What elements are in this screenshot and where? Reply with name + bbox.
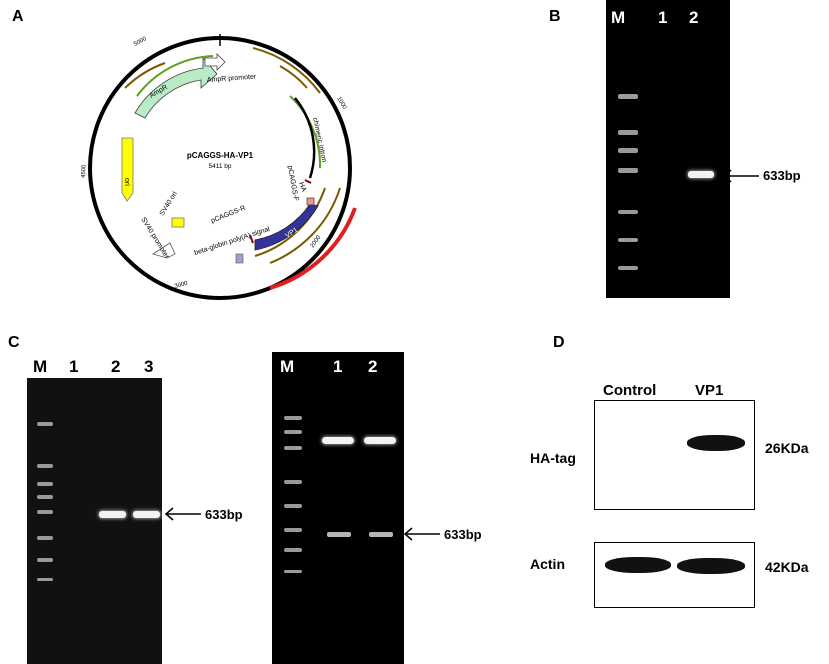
ladder-band xyxy=(618,130,638,135)
ladder-band xyxy=(37,536,53,540)
panel-label-c: C xyxy=(8,334,20,351)
column-control: Control xyxy=(603,382,657,399)
ladder-band xyxy=(37,558,53,562)
ladder-band xyxy=(618,238,638,242)
arrow-icon xyxy=(164,507,201,521)
ladder-band xyxy=(618,94,638,99)
beta-globin-box xyxy=(235,253,244,264)
gel-b-band-size: 633bp xyxy=(763,168,801,183)
ladder-band xyxy=(37,464,53,468)
row-label-ha-tag: HA-tag xyxy=(530,450,576,466)
orf-arc-5 xyxy=(254,187,326,257)
blot-ha-tag xyxy=(594,400,755,510)
orf-arc-2 xyxy=(124,62,166,89)
gel-c2-insert-band-1 xyxy=(327,532,351,537)
plasmid-name: pCAGGS-HA-VP1 xyxy=(187,151,254,160)
gel-b-lane-m: M xyxy=(611,8,626,27)
sv40-ori-box xyxy=(171,217,185,228)
blot-actin xyxy=(594,542,755,608)
ha-tag-box xyxy=(306,197,315,206)
plasmid-insert-highlight xyxy=(269,207,357,290)
gel-c1-lane-m: M xyxy=(33,357,48,376)
ladder-band xyxy=(618,168,638,173)
orf-arc-4 xyxy=(269,187,341,264)
column-vp1: VP1 xyxy=(695,382,724,399)
label-ha: HA xyxy=(297,181,307,193)
gel-c2-band-size: 633bp xyxy=(444,527,482,542)
chimeric-intron-arc xyxy=(294,97,316,179)
ladder-band xyxy=(37,482,53,486)
ladder-band xyxy=(284,416,302,420)
blot-band-ha-vp1 xyxy=(687,435,745,451)
plasmid-size: 5411 bp xyxy=(208,163,231,170)
panel-label-d: D xyxy=(553,334,565,351)
label-ampr-promoter: AmpR promoter xyxy=(207,74,257,84)
gel-c2: M 1 2 xyxy=(272,352,404,664)
blot-band-actin-vp1 xyxy=(677,558,745,574)
sv40-promoter-arrow xyxy=(152,242,176,259)
panel-label-a: A xyxy=(12,8,24,25)
ladder-band xyxy=(618,266,638,270)
gel-c1 xyxy=(27,378,162,664)
ladder-band xyxy=(284,430,302,434)
gel-b-pcr-band xyxy=(688,171,714,178)
ladder-band xyxy=(618,148,638,153)
gel-c2-lane-1: 1 xyxy=(333,357,343,376)
label-ori: ori xyxy=(123,178,130,186)
gel-c2-plasmid-band-1 xyxy=(322,437,354,444)
row-label-actin: Actin xyxy=(530,556,565,572)
tick-label-4500: 4500 xyxy=(81,164,87,178)
ladder-band xyxy=(284,548,302,552)
gel-c1-lane-3: 3 xyxy=(144,357,154,376)
ampr-gene xyxy=(134,56,218,119)
feature-arc-green-1 xyxy=(136,55,214,97)
gel-b-lane-2: 2 xyxy=(689,8,699,27)
feature-arc-green-2 xyxy=(289,95,322,169)
pcaggs-r-primer-mark xyxy=(249,234,254,244)
size-label-26kda: 26KDa xyxy=(765,440,809,456)
gel-c1-band-size: 633bp xyxy=(205,507,243,522)
gel-c2-plasmid-band-2 xyxy=(364,437,396,444)
ampr-promoter xyxy=(204,53,226,71)
gel-c1-pcr-band-3 xyxy=(133,511,160,518)
tick-label-3000: 3000 xyxy=(174,281,189,290)
vp1-gene xyxy=(254,203,319,251)
ladder-band xyxy=(284,570,302,573)
orf-arc-1 xyxy=(252,47,321,94)
ladder-band xyxy=(37,510,53,514)
gel-c2-insert-band-2 xyxy=(369,532,393,537)
plasmid-map: 5000 1000 4500 2000 3000 AmpR promoter A… xyxy=(81,34,357,300)
ladder-band xyxy=(284,446,302,450)
pcaggs-f-primer-mark xyxy=(304,179,312,184)
label-pcaggs-r: pCAGGS-R xyxy=(210,205,247,225)
size-label-42kda: 42KDa xyxy=(765,559,809,575)
ladder-band xyxy=(37,495,53,499)
ladder-band xyxy=(618,210,638,214)
label-sv40-ori: SV40 ori xyxy=(159,190,179,217)
ladder-band xyxy=(284,504,302,508)
gel-c1-lane-1: 1 xyxy=(69,357,79,376)
arrow-icon xyxy=(722,169,759,183)
orf-arc-3 xyxy=(279,65,308,89)
gel-b: M 1 2 xyxy=(606,0,730,298)
ladder-band xyxy=(284,480,302,484)
ladder-band xyxy=(37,578,53,581)
ori-region xyxy=(121,137,134,202)
gel-c1-lane-2: 2 xyxy=(111,357,121,376)
gel-b-lane-1: 1 xyxy=(658,8,668,27)
arrow-icon xyxy=(403,527,440,541)
ladder-band xyxy=(37,422,53,426)
gel-c2-lane-2: 2 xyxy=(368,357,378,376)
blot-band-actin-control xyxy=(605,557,671,573)
panel-label-b: B xyxy=(549,8,561,25)
tick-label-5000: 5000 xyxy=(133,36,148,48)
gel-c2-lane-m: M xyxy=(280,357,295,376)
ladder-band xyxy=(284,528,302,532)
gel-c1-pcr-band-2 xyxy=(99,511,126,518)
